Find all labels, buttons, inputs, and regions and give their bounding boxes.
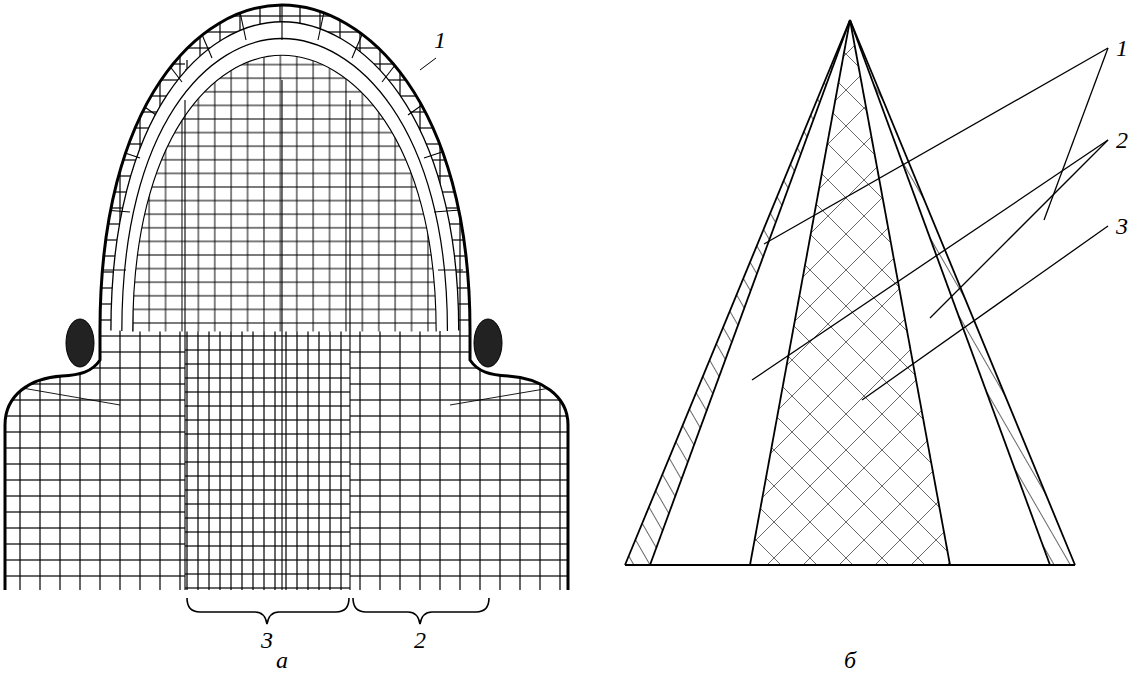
bracket-number: 2 (414, 628, 426, 652)
figure-letter: б (844, 648, 856, 672)
callout-number: 3 (1116, 214, 1128, 238)
bracket-number: 3 (261, 628, 273, 652)
figure-letter: а (276, 648, 288, 672)
callout-number: 1 (434, 28, 446, 52)
callout-number: 2 (1116, 128, 1128, 152)
callout-number: 1 (1116, 36, 1128, 60)
